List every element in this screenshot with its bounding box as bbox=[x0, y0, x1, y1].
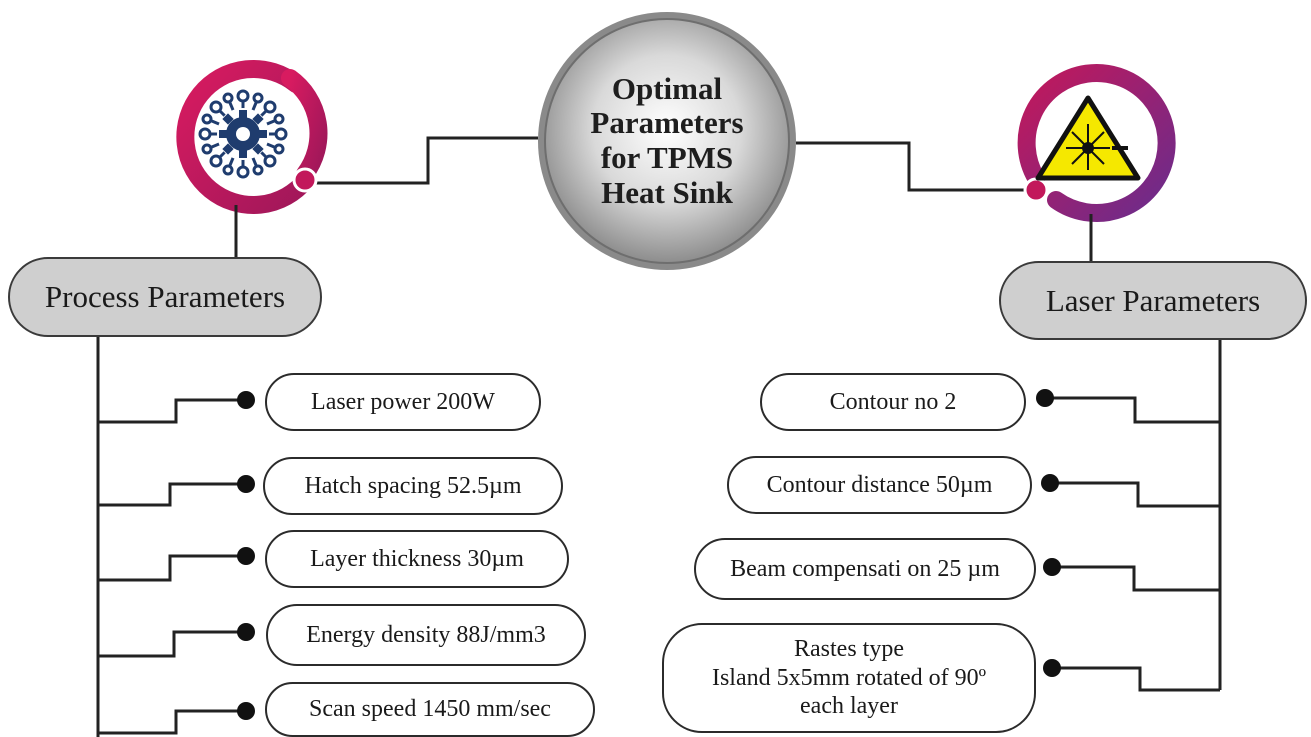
gear-circuit-icon bbox=[176, 59, 328, 214]
raster-type-line: each layer bbox=[800, 693, 898, 720]
raster-type-line: Island 5x5mm rotated of 90º bbox=[711, 664, 987, 691]
connector-center-right bbox=[796, 141, 1028, 192]
center-title-line: Optimal bbox=[611, 70, 723, 106]
contour-distance-item: Contour distance 50µm bbox=[727, 456, 1032, 514]
raster-type-line: Rastes type bbox=[794, 635, 904, 662]
layer-thickness-item: Layer thickness 30µm bbox=[265, 530, 569, 588]
beam-compensation-item: Beam compensati on 25 µm bbox=[694, 538, 1036, 600]
raster-type-item: Rastes type Island 5x5mm rotated of 90º … bbox=[662, 623, 1036, 733]
right-branches bbox=[1045, 396, 1220, 692]
energy-density-item: Energy density 88J/mm3 bbox=[266, 604, 586, 666]
process-parameters-header: Process Parameters bbox=[8, 257, 322, 337]
hatch-spacing-item: Hatch spacing 52.5µm bbox=[263, 457, 563, 515]
contour-no-item: Contour no 2 bbox=[760, 373, 1026, 431]
laser-power-item: Laser power 200W bbox=[265, 373, 541, 431]
center-title-line: for TPMS bbox=[600, 140, 734, 175]
center-circle bbox=[538, 12, 796, 270]
right-branch-dots bbox=[1036, 389, 1061, 677]
left-branches bbox=[98, 398, 246, 735]
laser-warning-icon bbox=[1017, 63, 1176, 222]
center-title-line: Parameters bbox=[590, 105, 744, 141]
scan-speed-item: Scan speed 1450 mm/sec bbox=[265, 682, 595, 737]
center-title-line: Heat Sink bbox=[601, 174, 733, 210]
connector-center-left bbox=[316, 136, 538, 185]
laser-parameters-header: Laser Parameters bbox=[999, 261, 1307, 340]
center-title: Optimal Parameters for TPMS Heat Sink bbox=[556, 46, 778, 236]
left-branch-dots bbox=[237, 391, 255, 720]
